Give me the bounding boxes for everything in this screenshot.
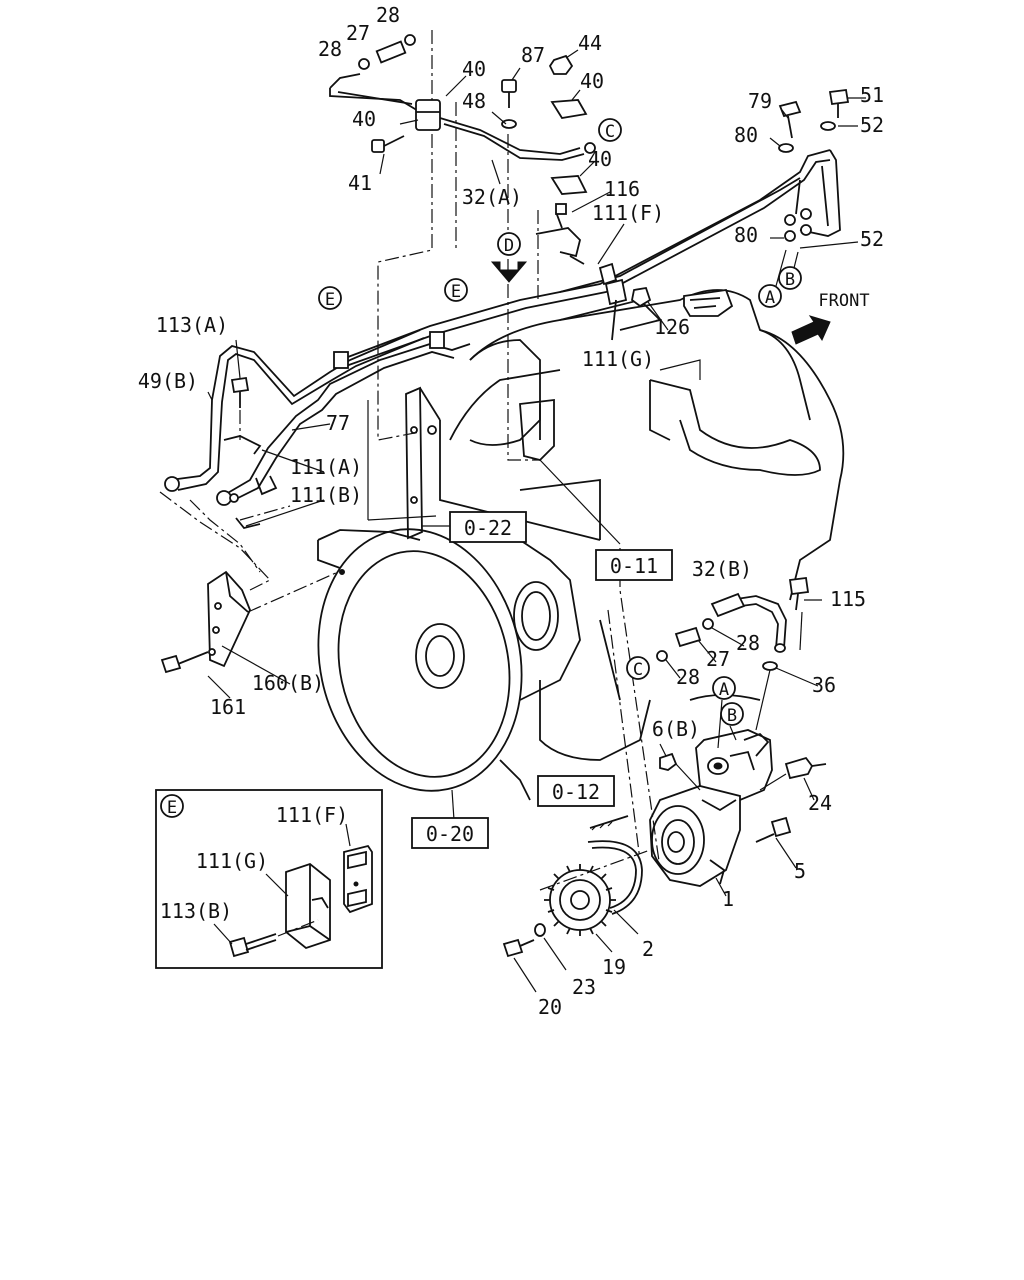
ref-label-0-20: 0-20	[426, 822, 474, 846]
marker-c-lower: C	[626, 656, 650, 680]
marker-label: A	[765, 288, 775, 308]
ref-label-0-22: 0-22	[464, 516, 512, 540]
marker-a-comp: A	[712, 676, 736, 700]
callout-77: 77	[326, 411, 350, 435]
bracket-0-11	[519, 398, 621, 545]
callout-40b: 40	[352, 107, 376, 131]
callout-115: 115	[830, 587, 866, 611]
callout-111g: 111(G)	[582, 347, 654, 371]
callout-87: 87	[521, 43, 545, 67]
marker-b-right: B	[778, 266, 802, 290]
callout-32a: 32(A)	[462, 185, 522, 209]
callout-111g-inset: 111(G)	[196, 849, 268, 873]
fuel-pipe-top	[329, 30, 596, 461]
callout-40d: 40	[588, 147, 612, 171]
callout-32b: 32(B)	[692, 557, 752, 581]
callout-126: 126	[654, 315, 690, 339]
marker-label: B	[727, 706, 737, 726]
callout-23: 23	[572, 975, 596, 999]
ref-box-0-22[interactable]: 0-22	[449, 511, 527, 543]
marker-label: E	[451, 282, 461, 302]
marker-label: A	[719, 680, 729, 700]
flywheel-housing	[317, 528, 581, 801]
reference-lines	[539, 548, 661, 891]
callout-28b: 28	[318, 37, 342, 61]
callout-52b: 52	[860, 227, 884, 251]
callout-111a: 111(A)	[290, 455, 362, 479]
marker-d: D	[497, 232, 521, 256]
marker-e-left: E	[318, 286, 342, 310]
gear-19	[544, 864, 616, 936]
marker-a-right: A	[758, 284, 782, 308]
callout-160b: 160(B)	[252, 671, 324, 695]
callout-48: 48	[462, 89, 486, 113]
air-compressor	[649, 576, 827, 887]
callout-52a: 52	[860, 113, 884, 137]
marker-label: D	[504, 236, 514, 256]
callout-113a: 113(A)	[156, 313, 228, 337]
callout-front: FRONT	[818, 291, 869, 311]
callout-80a: 80	[734, 123, 758, 147]
callout-20: 20	[538, 995, 562, 1019]
marker-label: E	[167, 798, 177, 818]
marker-label: C	[605, 122, 615, 142]
callout-19: 19	[602, 955, 626, 979]
marker-c-top: C	[598, 118, 622, 142]
callout-113b: 113(B)	[160, 899, 232, 923]
marker-label: E	[325, 290, 335, 310]
inset-detail-e	[155, 789, 383, 969]
marker-label: B	[785, 270, 795, 290]
callout-79: 79	[748, 89, 772, 113]
callout-28d: 28	[676, 665, 700, 689]
marker-label: C	[633, 660, 643, 680]
callout-41: 41	[348, 171, 372, 195]
callout-44: 44	[578, 31, 602, 55]
callout-27b: 27	[706, 647, 730, 671]
marker-b-comp: B	[720, 702, 744, 726]
bracket-160b	[160, 570, 339, 699]
callout-161: 161	[210, 695, 246, 719]
callout-116: 116	[604, 177, 640, 201]
marker-e-right: E	[444, 278, 468, 302]
callout-40a: 40	[462, 57, 486, 81]
leader-lines	[207, 49, 866, 897]
callout-28c: 28	[736, 631, 760, 655]
callout-6b: 6(B)	[652, 717, 700, 741]
callout-36: 36	[812, 673, 836, 697]
ref-box-0-12[interactable]: 0-12	[537, 775, 615, 807]
direction-arrow-d	[490, 261, 528, 283]
front-arrow	[791, 315, 831, 345]
ref-label-0-12: 0-12	[552, 780, 600, 804]
ref-label-0-11: 0-11	[610, 554, 658, 578]
ref-box-0-20[interactable]: 0-20	[411, 817, 489, 849]
callout-5: 5	[794, 859, 806, 883]
callout-111f-inset: 111(F)	[276, 803, 348, 827]
callout-40c: 40	[580, 69, 604, 93]
callout-49b: 49(B)	[138, 369, 198, 393]
callout-111f: 111(F)	[592, 201, 664, 225]
callout-51: 51	[860, 83, 884, 107]
ref-box-0-11[interactable]: 0-11	[595, 549, 673, 581]
callout-2: 2	[642, 937, 654, 961]
marker-e-inset: E	[160, 794, 184, 818]
callout-24: 24	[808, 791, 832, 815]
fuel-pipe-left	[159, 329, 471, 591]
callout-27a: 27	[346, 21, 370, 45]
callout-80b: 80	[734, 223, 758, 247]
callout-28a: 28	[376, 3, 400, 27]
engine-block	[439, 289, 845, 761]
support-plate	[367, 386, 456, 540]
callout-111b: 111(B)	[290, 483, 362, 507]
callout-1: 1	[722, 887, 734, 911]
gear-assembly	[502, 815, 643, 993]
fuel-pipe-main	[339, 88, 850, 367]
